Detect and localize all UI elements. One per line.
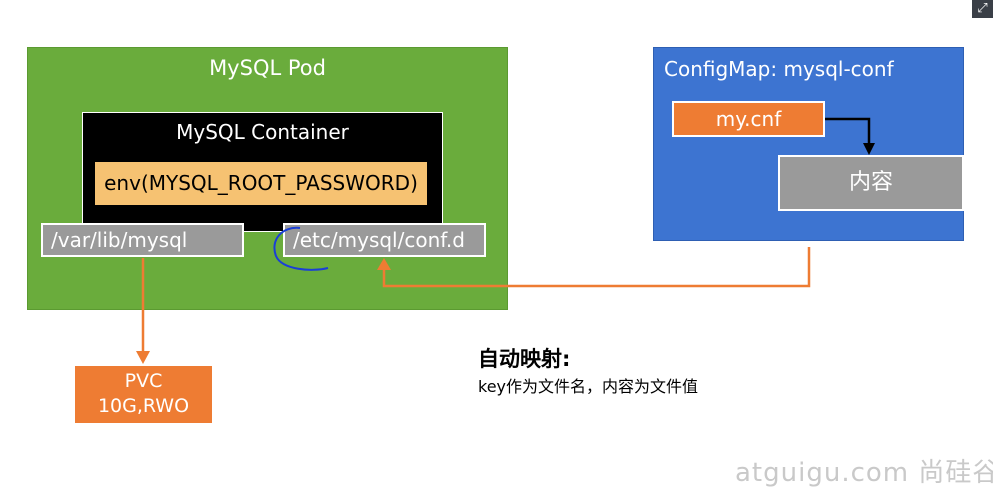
configmap-key-box: my.cnf <box>672 101 825 137</box>
config-mount-path: /etc/mysql/conf.d <box>283 223 486 257</box>
configmap-mount-arrowhead <box>377 258 391 270</box>
hand-drawn-annotation <box>273 226 329 271</box>
configmap-title: ConfigMap: mysql-conf <box>664 57 894 81</box>
pvc-spec: 10G,RWO <box>97 395 190 417</box>
pvc-label: PVC <box>124 370 163 392</box>
pvc-box: PVC 10G,RWO <box>75 366 212 423</box>
mysql-container-title: MySQL Container <box>176 120 349 144</box>
note-title: 自动映射: <box>478 347 571 371</box>
data-mount-path: /var/lib/mysql <box>41 223 244 257</box>
note-body: key作为文件名，内容为文件值 <box>478 377 699 396</box>
key-to-value-arrow <box>825 117 871 145</box>
expand-icon[interactable]: ⤢ <box>972 0 993 18</box>
configmap-mount-line <box>382 247 811 288</box>
pvc-arrowhead <box>136 351 150 364</box>
configmap-value-box: 内容 <box>778 155 964 211</box>
mysql-pod-title: MySQL Pod <box>209 56 326 80</box>
env-variable-box: env(MYSQL_ROOT_PASSWORD) <box>95 162 427 205</box>
watermark: atguigu.com 尚硅谷 <box>735 458 993 488</box>
key-to-value-arrowhead <box>863 143 875 155</box>
